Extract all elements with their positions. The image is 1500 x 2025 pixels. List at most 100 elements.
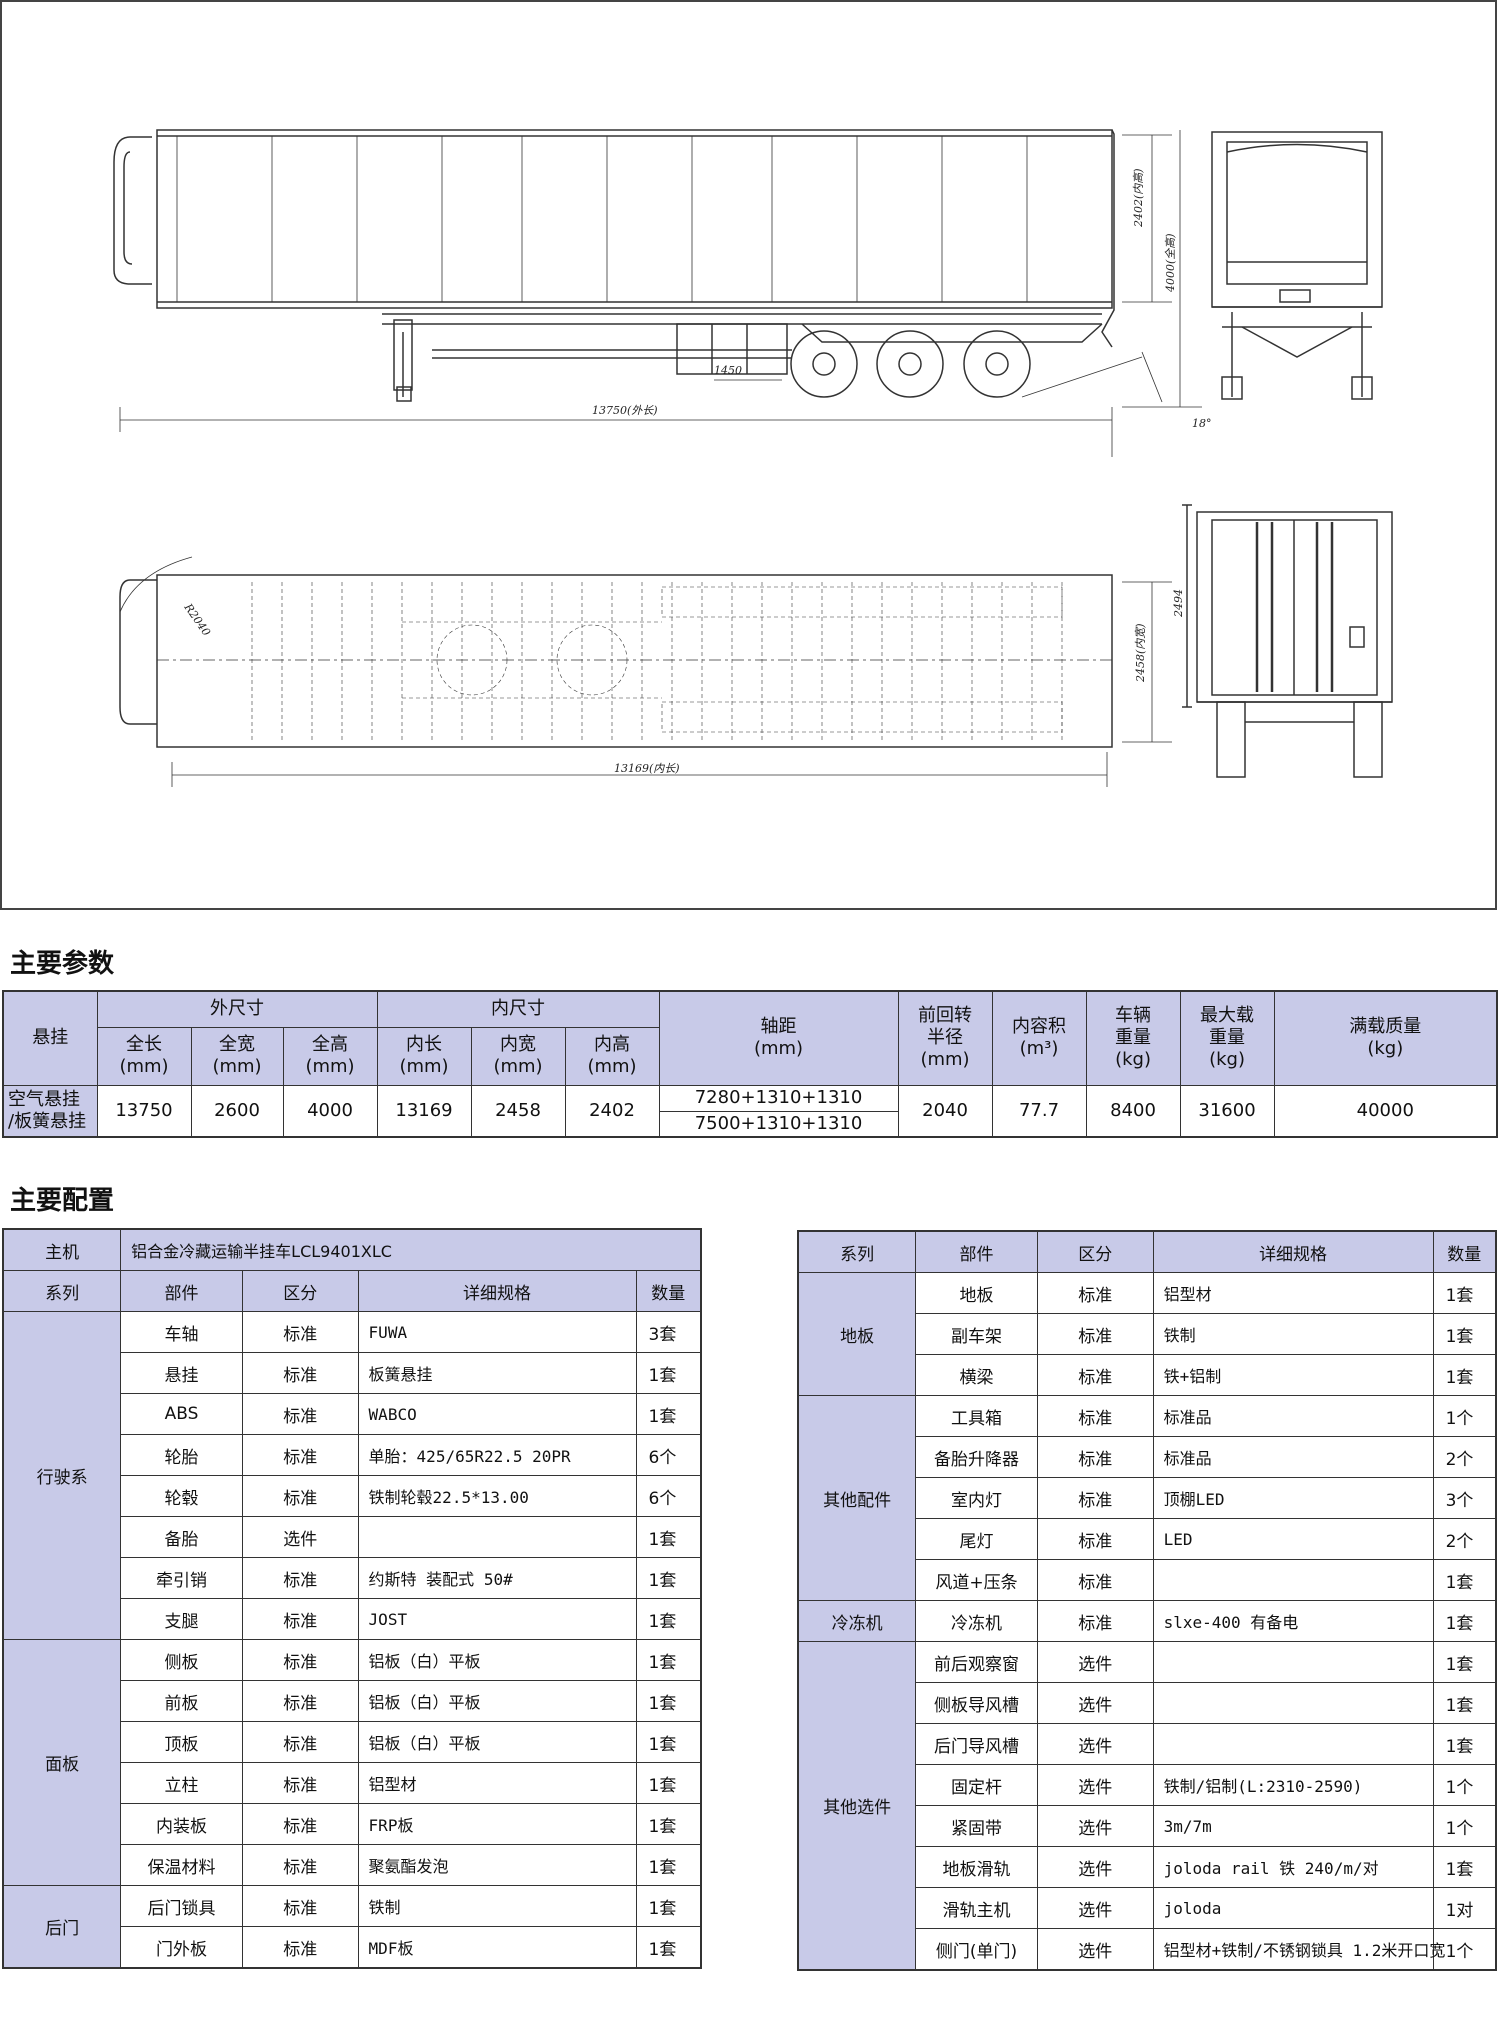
cell-part: 立柱 [120, 1762, 243, 1804]
cell-qty: 1套 [1432, 1641, 1497, 1683]
h-inner: 内尺寸 [376, 990, 660, 1028]
cell-qty: 1个 [1432, 1395, 1497, 1437]
cell-spec: joloda rail 铁 240/m/对 [1152, 1846, 1434, 1888]
cell-class: 标准 [1036, 1600, 1154, 1642]
cell-qty: 1套 [635, 1598, 702, 1640]
cell-part: 风道+压条 [915, 1559, 1038, 1601]
cell-part: 副车架 [915, 1313, 1038, 1355]
cell-qty: 1套 [1432, 1723, 1497, 1765]
rear-view [1211, 131, 1383, 400]
cell-qty: 1套 [1432, 1354, 1497, 1396]
cell-class: 选件 [1036, 1805, 1154, 1847]
cell-qty: 3个 [1432, 1477, 1497, 1519]
cell-qty: 1套 [635, 1557, 702, 1599]
cell-part: 固定杆 [915, 1764, 1038, 1806]
cell-spec: 铝型材 [357, 1762, 637, 1804]
cell-part: 备胎升降器 [915, 1436, 1038, 1478]
cell-class: 选件 [1036, 1846, 1154, 1888]
h-spec: 详细规格 [357, 1270, 637, 1312]
cell-qty: 1个 [1432, 1764, 1497, 1806]
cell-class: 标准 [1036, 1436, 1154, 1478]
system-0: 地板 [797, 1272, 917, 1396]
cell-class: 标准 [241, 1680, 359, 1722]
cell-spec: 约斯特 装配式 50# [357, 1557, 637, 1599]
cell-spec [357, 1516, 637, 1558]
val-max-load: 31600 [1179, 1084, 1275, 1138]
cell-part: 冷冻机 [915, 1600, 1038, 1642]
cell-qty: 1套 [1432, 1600, 1497, 1642]
cell-spec: 顶棚LED [1152, 1477, 1434, 1519]
cell-qty: 1套 [1432, 1313, 1497, 1355]
h-length: 全长(mm) [96, 1026, 192, 1086]
cell-spec: LED [1152, 1518, 1434, 1560]
cell-qty: 1套 [1432, 1272, 1497, 1314]
cell-spec: 板簧悬挂 [357, 1352, 637, 1394]
cell-class: 标准 [241, 1721, 359, 1763]
cell-part: 紧固带 [915, 1805, 1038, 1847]
h-max-load: 最大载重量(kg) [1179, 990, 1275, 1086]
cell-spec: 标准品 [1152, 1395, 1434, 1437]
cell-spec [1152, 1559, 1434, 1601]
cell-qty: 1套 [1432, 1846, 1497, 1888]
val-wheelbase-1: 7280+1310+1310 [658, 1084, 899, 1112]
cell-qty: 1对 [1432, 1887, 1497, 1929]
cell-qty: 1套 [635, 1352, 702, 1394]
cell-part: 牵引销 [120, 1557, 243, 1599]
h-qty: 数量 [1432, 1230, 1497, 1273]
cell-qty: 6个 [635, 1475, 702, 1517]
system-3: 其他选件 [797, 1641, 917, 1971]
cell-qty: 2个 [1432, 1436, 1497, 1478]
cell-class: 标准 [1036, 1272, 1154, 1314]
cell-qty: 1套 [635, 1844, 702, 1886]
val-height: 4000 [282, 1084, 378, 1138]
cell-qty: 1套 [635, 1516, 702, 1558]
val-width: 2600 [190, 1084, 284, 1138]
top-view [119, 556, 1172, 787]
cell-spec: 铝板（白）平板 [357, 1721, 637, 1763]
h-inner-length: 内长(mm) [376, 1026, 472, 1086]
h-part: 部件 [915, 1230, 1038, 1273]
cell-class: 标准 [241, 1885, 359, 1927]
cell-spec: 3m/7m [1152, 1805, 1434, 1847]
h-outer: 外尺寸 [96, 990, 378, 1028]
cell-part: 轮毂 [120, 1475, 243, 1517]
main-label: 主机 [2, 1228, 122, 1271]
dim-width: 2494 [1172, 589, 1185, 618]
trailer-drawing-svg: 13750(外长) 1450 2402(内高) 4000(全高) 18° R20… [113, 129, 1393, 787]
h-inner-height: 内高(mm) [564, 1026, 660, 1086]
val-wheelbase-2: 7500+1310+1310 [658, 1110, 899, 1138]
cell-part: 备胎 [120, 1516, 243, 1558]
cell-spec: 铁制 [357, 1885, 637, 1927]
main-value: 铝合金冷藏运输半挂车LCL9401XLC [120, 1228, 702, 1271]
cell-qty: 1套 [635, 1762, 702, 1804]
cell-spec: joloda [1152, 1887, 1434, 1929]
cell-part: 后门锁具 [120, 1885, 243, 1927]
cell-spec: 铁制轮毂22.5*13.00 [357, 1475, 637, 1517]
system-1: 其他配件 [797, 1395, 917, 1601]
h-volume: 内容积(m³) [991, 990, 1087, 1086]
cell-class: 标准 [1036, 1313, 1154, 1355]
system-2: 冷冻机 [797, 1600, 917, 1642]
cell-spec [1152, 1641, 1434, 1683]
cell-spec: 铁制/铝制(L:2310-2590) [1152, 1764, 1434, 1806]
technical-drawing: 13750(外长) 1450 2402(内高) 4000(全高) 18° R20… [0, 0, 1497, 910]
dim-inner-length: 13169(内长) [614, 762, 680, 775]
h-turn-radius: 前回转半径(mm) [897, 990, 993, 1086]
cell-spec: 铁+铝制 [1152, 1354, 1434, 1396]
h-height: 全高(mm) [282, 1026, 378, 1086]
params-table: 悬挂 外尺寸 内尺寸 轴距(mm) 前回转半径(mm) 内容积(m³) 车辆重量… [2, 990, 1499, 1138]
cell-part: 前板 [120, 1680, 243, 1722]
cell-part: 滑轨主机 [915, 1887, 1038, 1929]
cell-part: 地板滑轨 [915, 1846, 1038, 1888]
cell-spec [1152, 1723, 1434, 1765]
cell-qty: 1个 [1432, 1805, 1497, 1847]
